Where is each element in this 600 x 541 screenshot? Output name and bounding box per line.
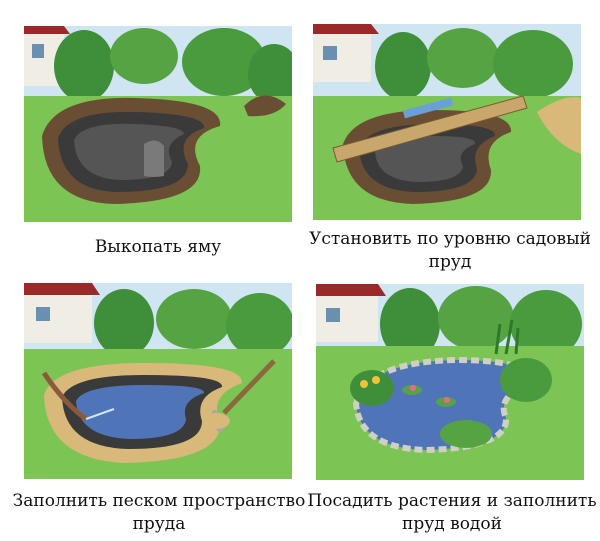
fill-sand-drawing: [24, 283, 292, 479]
dig-hole-drawing: [24, 26, 292, 222]
level-pond-drawing: [313, 24, 581, 220]
finished-pond-drawing: [316, 284, 584, 480]
step-2-illustration: [313, 24, 581, 220]
step-3-caption: Заполнить песком пространство пруда: [12, 491, 306, 534]
step-3-illustration: [24, 283, 292, 479]
step-2-caption: Установить по уровню садовый пруд: [309, 229, 591, 272]
step-1-caption: Выкопать яму: [94, 237, 222, 257]
step-1-illustration: [24, 26, 292, 222]
step-4-caption: Посадить растения и заполнить пруд водой: [307, 491, 597, 534]
step-4-illustration: [316, 284, 584, 480]
